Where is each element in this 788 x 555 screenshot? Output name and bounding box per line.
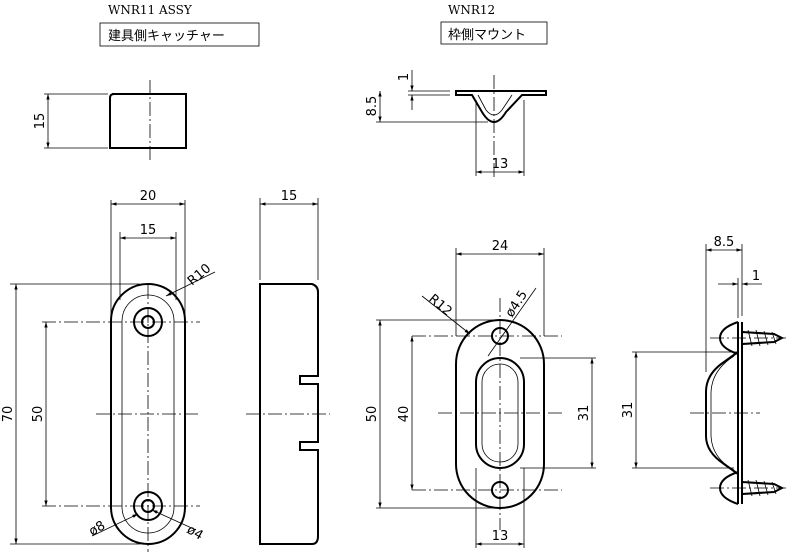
dim-mount-width: 24 — [492, 239, 509, 254]
mount-profile-view: 8.5 1 31 — [621, 235, 786, 505]
dim-mount-hole: ø4.5 — [503, 288, 531, 320]
dim-mount-side-length: 31 — [621, 402, 636, 419]
dim-mount-slot-length: 40 — [397, 406, 412, 423]
dim-mount-side-depth: 8.5 — [714, 235, 735, 250]
catcher-name-label: 建具側キャッチャー — [108, 29, 225, 44]
catcher-counterbore-top — [133, 307, 163, 337]
dim-catcher-length: 70 — [1, 406, 16, 423]
dim-catcher-hole: ø4 — [184, 522, 206, 543]
catcher-name-box — [99, 22, 260, 47]
dim-mount-length: 50 — [365, 406, 380, 423]
screw-top — [710, 321, 786, 355]
dim-mount-plate: 1 — [397, 73, 412, 81]
dim-mount-depth: 8.5 — [365, 96, 380, 117]
dim-mount-slot-inner: 31 — [577, 405, 592, 422]
mount-name-box — [440, 21, 548, 45]
catcher-side-view: 15 — [33, 80, 187, 160]
catcher-model-label: WNR11 ASSY — [108, 3, 193, 17]
catcher-thickness-view: 15 — [246, 189, 330, 545]
dim-mount-bottom-width: 13 — [492, 529, 509, 544]
catcher-counterbore-bottom — [133, 491, 163, 521]
dim-catcher-side-height: 15 — [33, 113, 48, 130]
dim-catcher-thickness: 15 — [281, 189, 298, 204]
catcher-hole-top — [141, 315, 155, 329]
catcher-hole-bottom — [141, 499, 155, 513]
dim-mount-side-plate: 1 — [752, 269, 760, 284]
mount-name-label: 枠側マウント — [448, 28, 526, 43]
mount-front-view: 24 R12 ø4.5 50 40 31 13 — [365, 239, 596, 548]
screw-bottom — [710, 471, 786, 505]
catcher-front-view: 20 15 R10 70 50 ø8 ø4 — [1, 189, 216, 552]
catcher-title-group: WNR11 ASSY 建具側キャッチャー — [99, 3, 260, 47]
mount-pocket-outline — [475, 357, 525, 469]
dim-mount-pocket-width: 13 — [492, 157, 509, 172]
mount-title-group: WNR12 枠側マウント — [440, 3, 548, 45]
dim-catcher-width-outer: 20 — [140, 189, 157, 204]
dim-catcher-hole-pitch: 50 — [31, 406, 46, 423]
dim-catcher-counterbore: ø8 — [87, 518, 109, 539]
mount-model-label: WNR12 — [448, 3, 495, 17]
mount-side-view: 1 8.5 13 — [365, 70, 547, 178]
dim-mount-radius: R12 — [425, 292, 454, 320]
dim-catcher-width-inner: 15 — [140, 223, 157, 238]
